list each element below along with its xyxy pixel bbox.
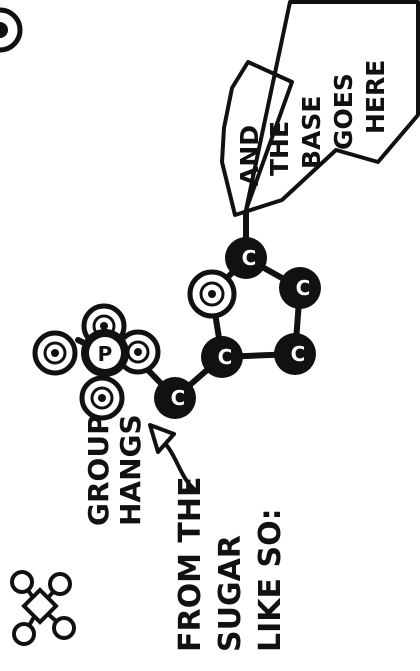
bubble-line-base: BASE <box>297 96 326 170</box>
carbon-label: C <box>291 342 306 366</box>
carbon-atom-ring-4: C <box>274 333 316 375</box>
phosphate-icon <box>10 570 76 646</box>
bubble-line-and: AND <box>235 125 264 186</box>
carbon-atom-linker: C <box>154 377 196 419</box>
carbon-label: C <box>218 345 233 369</box>
bubble-line-here: HERE <box>361 60 390 134</box>
carbon-atom-ring-1: C <box>201 336 243 378</box>
caption-line-hangs: HANGS <box>114 414 147 526</box>
caption-line-group: GROUP <box>82 414 115 526</box>
caption-line-from-the: FROM THE <box>173 477 208 652</box>
sugar-ring: C C C C C <box>154 237 321 419</box>
arrow-pointer <box>148 423 197 492</box>
caption-line-sugar: SUGAR <box>213 535 248 652</box>
speech-bubble: AND THE BASE GOES HERE <box>220 0 420 217</box>
caption-text: GROUP HANGS FROM THE SUGAR LIKE SO: <box>82 414 288 652</box>
bubble-line-goes: GOES <box>329 73 358 150</box>
cropped-circle-top-left <box>0 7 23 53</box>
oxygen-atom-left <box>32 330 78 376</box>
carbon-label: C <box>171 386 186 410</box>
carbon-atom-ring-2: C <box>225 237 267 279</box>
ring-oxygen-atom <box>187 269 237 319</box>
phosphorus-label: P <box>98 342 113 366</box>
phosphate-group: P <box>32 303 161 421</box>
carbon-label: C <box>296 276 311 300</box>
oxygen-atom-bottom <box>79 375 125 421</box>
phosphorus-atom: P <box>81 329 129 377</box>
bubble-text: AND THE BASE GOES HERE <box>235 60 390 186</box>
bubble-line-the: THE <box>265 121 294 176</box>
carbon-atom-ring-3: C <box>279 267 321 309</box>
carbon-label: C <box>242 246 257 270</box>
caption-line-like-so: LIKE SO: <box>253 508 288 652</box>
